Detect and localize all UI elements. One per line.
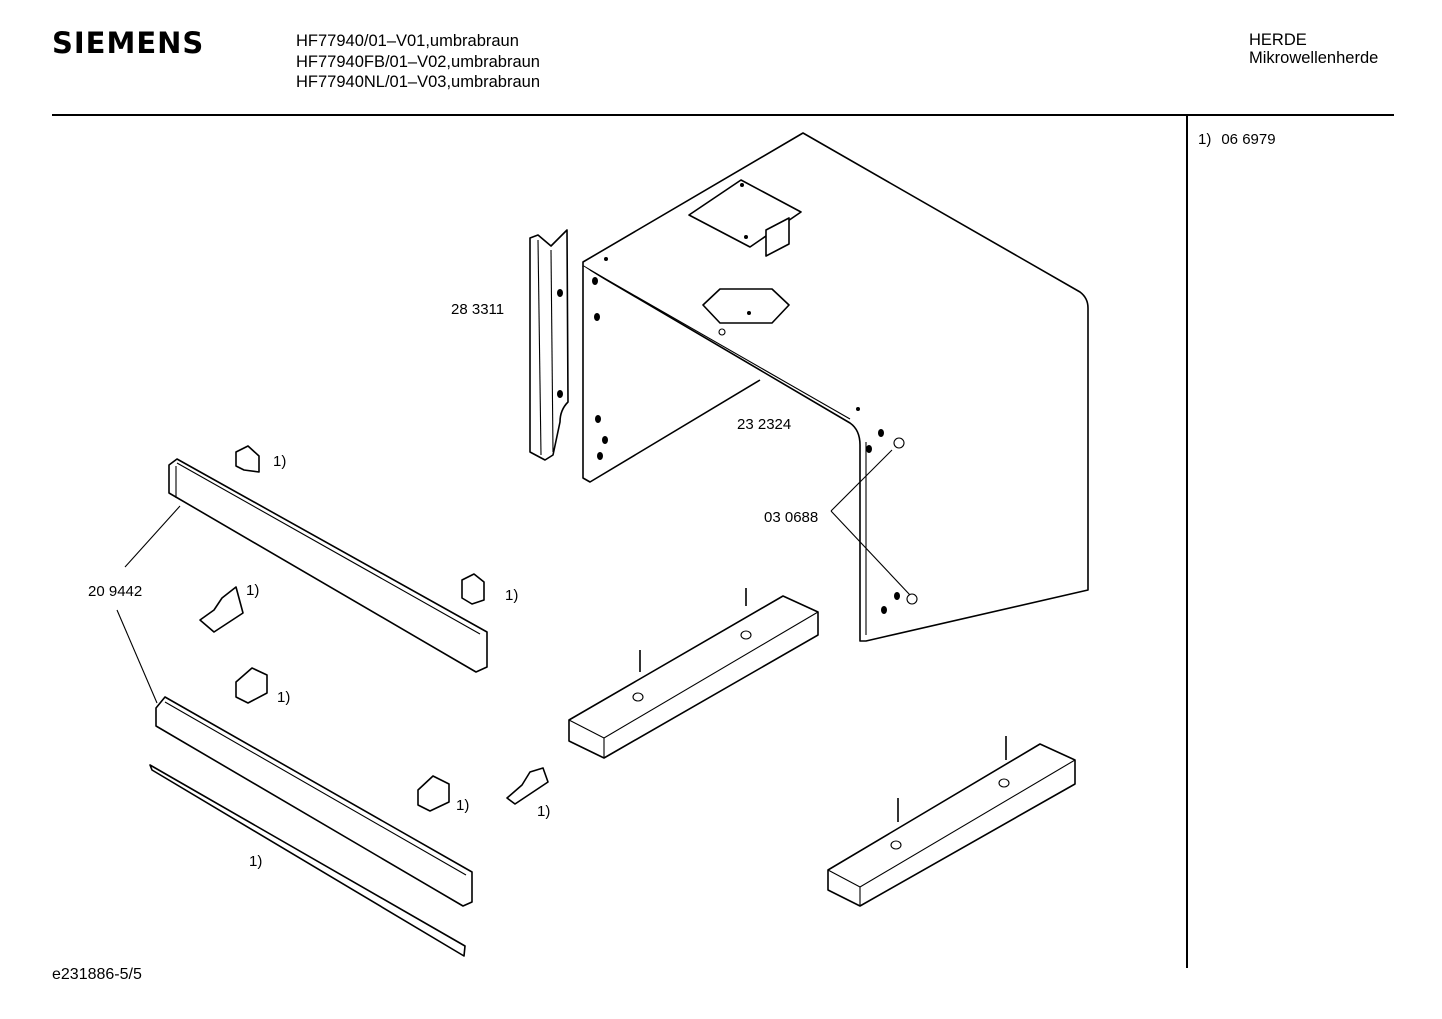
part-label-screw: 03 0688 (764, 509, 818, 526)
side-note-marker: 1) (1198, 131, 1212, 148)
footnote-marker: 1) (273, 453, 286, 470)
part-label-rail: 28 3311 (451, 301, 504, 318)
side-rail (529, 229, 569, 461)
category-subtitle: Mikrowellenherde (1249, 49, 1379, 67)
part-label-strip: 20 9442 (88, 583, 142, 600)
part-label-housing: 23 2324 (737, 416, 791, 433)
mounting-bracket (461, 573, 485, 605)
leader-lines (116, 449, 911, 704)
gasket-strip (149, 764, 466, 957)
model-line: HF77940NL/01–V03,umbrabraun (296, 73, 540, 91)
base-block (827, 736, 1076, 907)
side-note: 1) 06 6979 (1198, 131, 1276, 148)
footnote-marker: 1) (277, 689, 290, 706)
mounting-bracket (417, 775, 450, 812)
mounting-bracket (235, 667, 268, 704)
lower-trim-strip (155, 696, 473, 907)
document-id: e231886-5/5 (52, 966, 142, 983)
model-line: HF77940FB/01–V02,umbrabraun (296, 52, 540, 71)
footnote-marker: 1) (456, 797, 469, 814)
footnote-marker: 1) (249, 853, 262, 870)
upper-trim-strip (168, 458, 488, 673)
side-note-part-number: 06 6979 (1221, 131, 1276, 148)
housing-cabinet (582, 132, 1089, 642)
category-block: HERDE Mikrowellenherde (1249, 31, 1378, 67)
model-list: HF77940/01–V01,umbrabraun HF77940FB/01–V… (296, 31, 540, 93)
brand-logo: SIEMENS (52, 26, 205, 60)
base-block (568, 588, 819, 759)
mounting-bracket (235, 445, 260, 473)
category-title: HERDE (1249, 31, 1307, 49)
mounting-bracket (506, 767, 549, 805)
mounting-bracket (199, 586, 244, 633)
footnote-marker: 1) (505, 587, 518, 604)
footnote-marker: 1) (537, 803, 550, 820)
header-divider (52, 114, 1394, 116)
side-divider (1186, 116, 1188, 968)
model-line: HF77940/01–V01,umbrabraun (296, 32, 519, 50)
footnote-marker: 1) (246, 582, 259, 599)
